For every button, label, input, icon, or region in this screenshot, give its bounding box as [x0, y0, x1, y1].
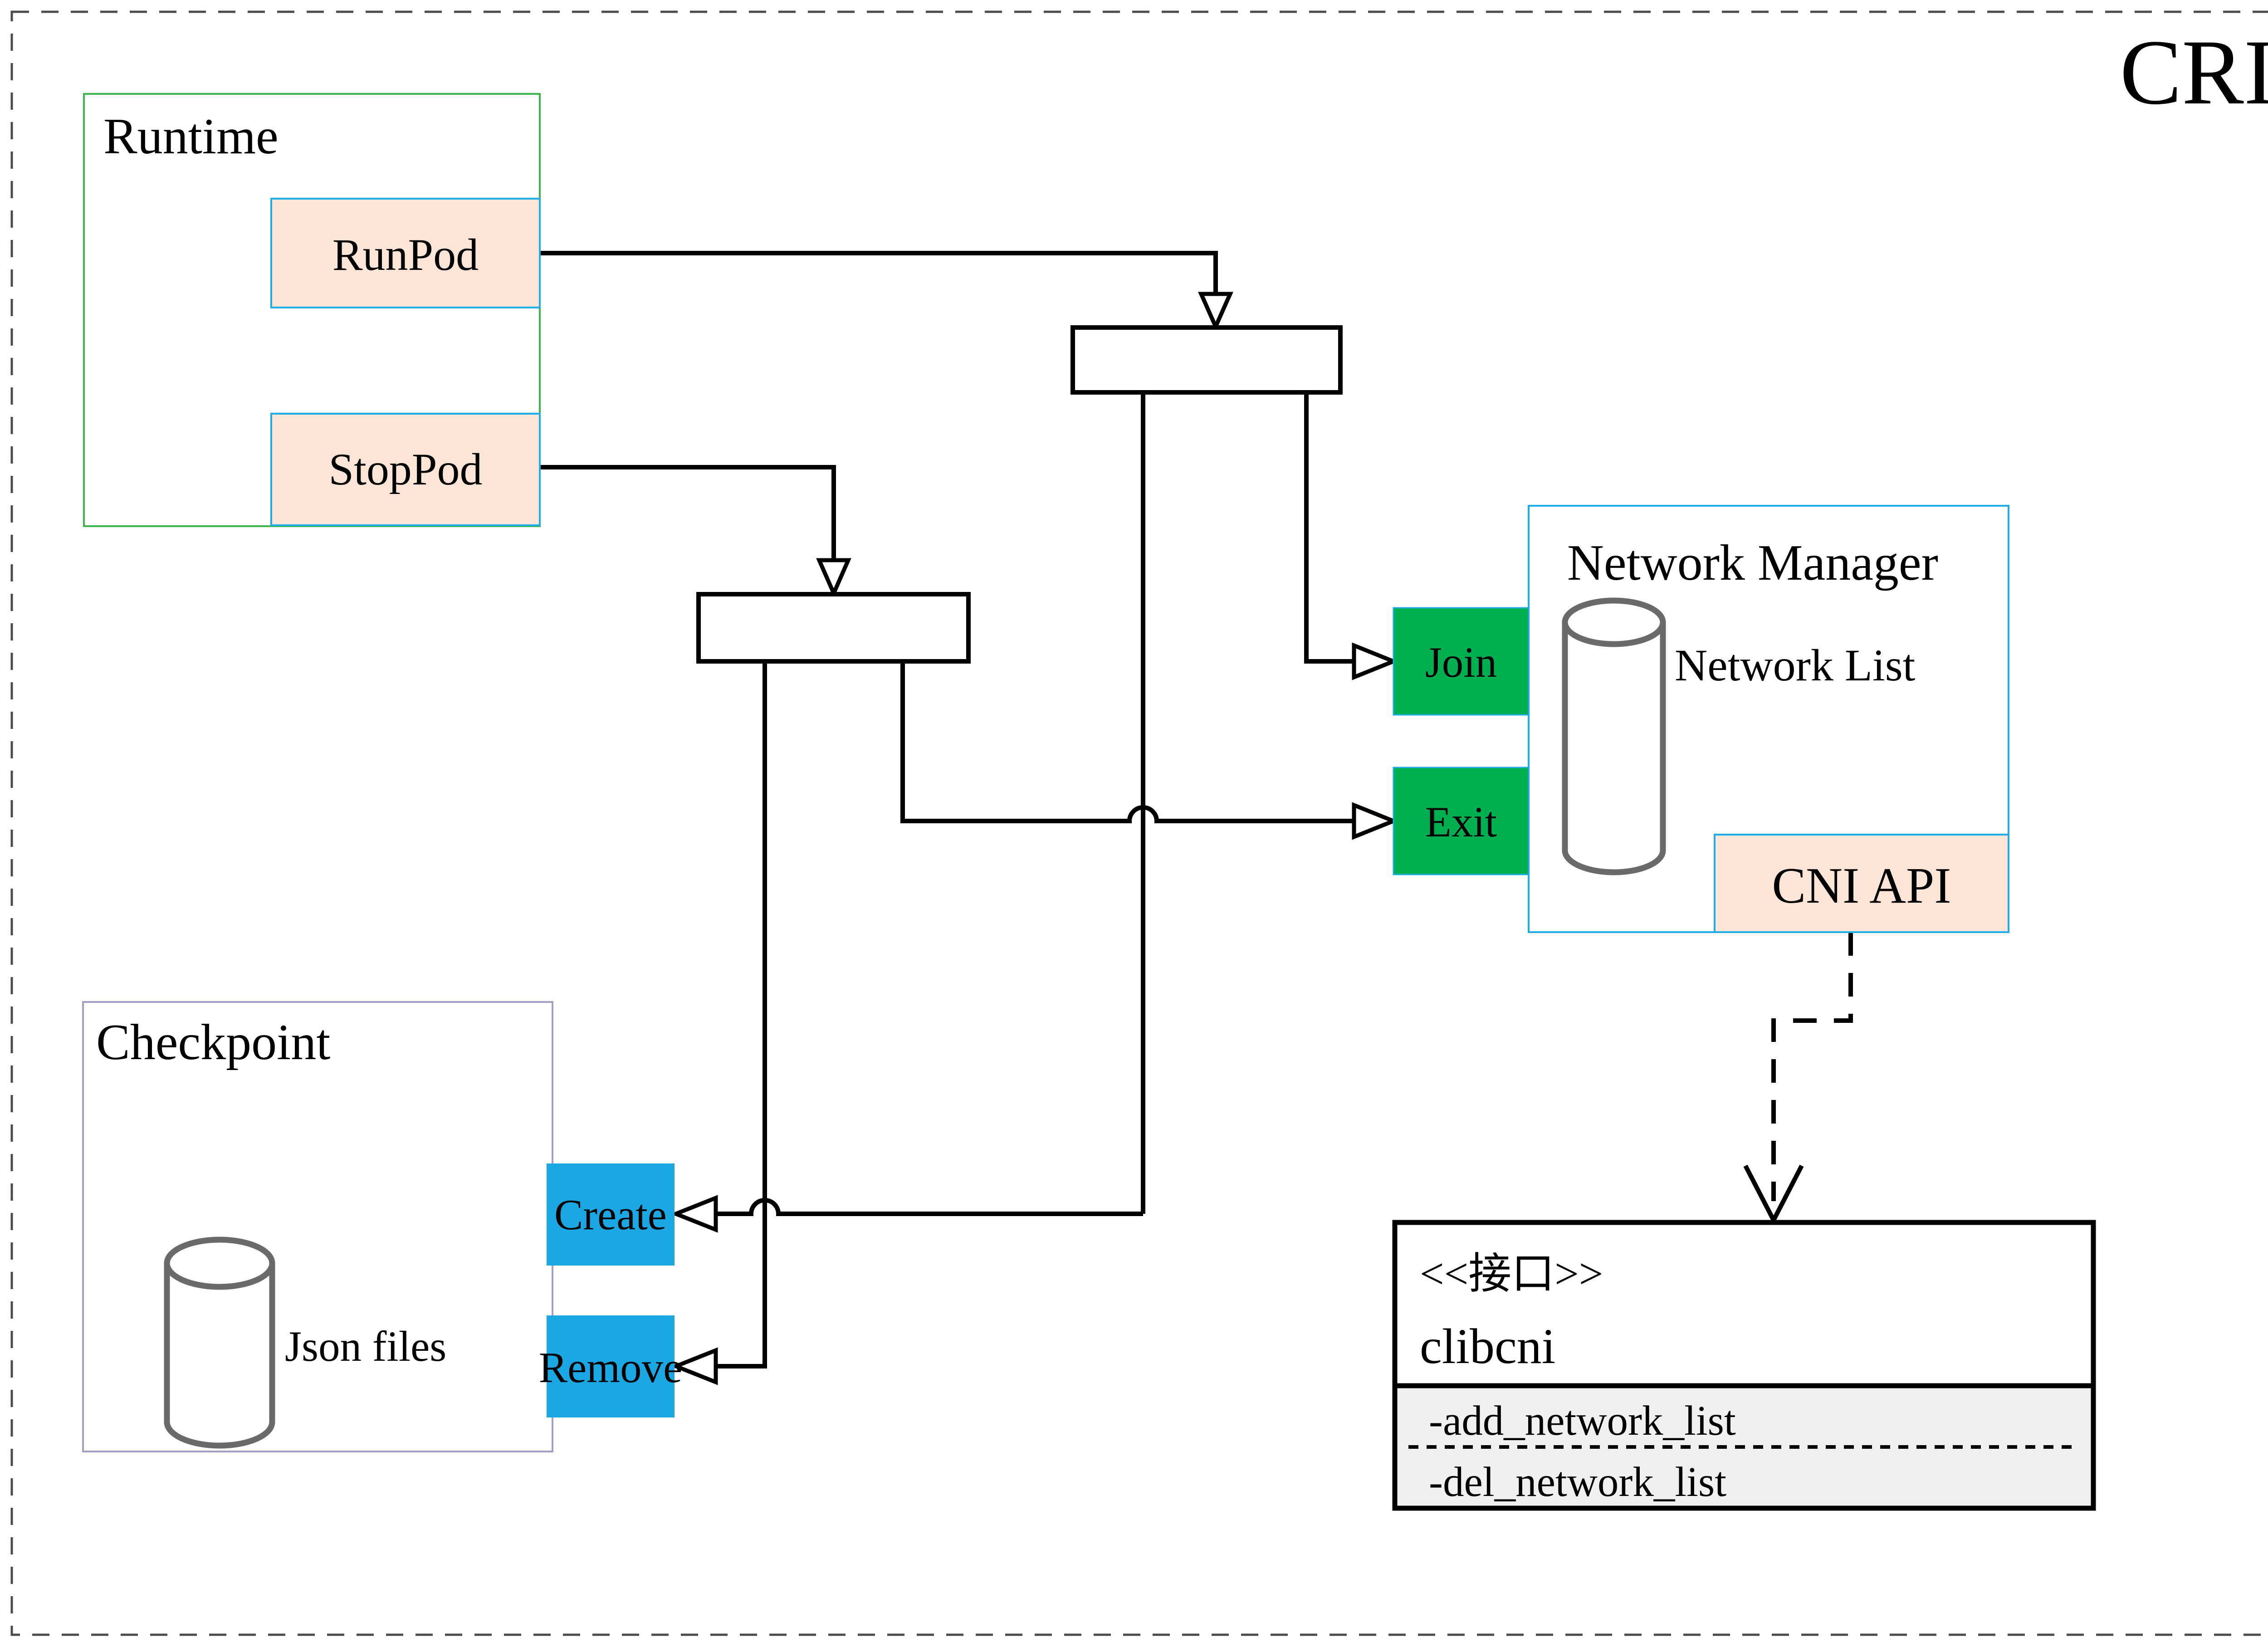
network-manager-title: Network Manager: [1567, 535, 1938, 591]
join-label: Join: [1425, 638, 1497, 686]
runpod-button: [270, 198, 541, 308]
clibcni-method-del: -del_network_list: [1429, 1459, 1726, 1505]
runtime-title: Runtime: [103, 108, 279, 165]
exit-label: Exit: [1425, 798, 1497, 846]
checkpoint-group: Checkpoint Json files Create Remove: [82, 1001, 683, 1452]
sync-bar-1: [1070, 325, 1343, 395]
arrowhead-bar2-icon: [816, 558, 851, 599]
exit-button: [1393, 767, 1530, 875]
remove-label: Remove: [539, 1344, 683, 1392]
clibcni-stereotype: <<接口>>: [1420, 1250, 1603, 1298]
flow-lines: [540, 251, 1853, 1385]
clibcni-group: <<接口>> clibcni -add_network_list -del_ne…: [1392, 1220, 2096, 1511]
dashed-connector-cni-to-clibcni: [1771, 932, 1853, 1201]
line-to-exit: [900, 661, 1354, 823]
arrowhead-create-icon: [670, 1195, 718, 1233]
clibcni-name: clibcni: [1420, 1319, 1555, 1374]
line-to-remove: [716, 661, 767, 1368]
line-to-join: [1304, 392, 1354, 664]
cni-api-box: [1714, 834, 2009, 933]
arrowhead-exit-icon: [1352, 802, 1399, 840]
runtime-group: Runtime RunPod StopPod: [83, 93, 541, 527]
checkpoint-box: [82, 1001, 553, 1452]
arrowhead-join-icon: [1352, 642, 1399, 680]
clibcni-method-add: -add_network_list: [1429, 1398, 1736, 1444]
checkpoint-title: Checkpoint: [96, 1014, 330, 1070]
network-list-cylinder-icon: [1562, 597, 1666, 875]
arrowhead-bar1-icon: [1198, 292, 1233, 332]
json-files-cylinder-icon: [164, 1236, 275, 1449]
arrow-stoppod-to-bar2: [540, 465, 836, 560]
create-button: [547, 1163, 675, 1266]
json-files-label: Json files: [285, 1322, 446, 1370]
remove-button: [547, 1315, 675, 1417]
network-list-label: Network List: [1675, 640, 1916, 690]
arrowhead-remove-icon: [670, 1347, 718, 1385]
cni-api-label: CNI API: [1772, 858, 1951, 914]
page-border: [10, 10, 2268, 1636]
join-button: [1393, 607, 1530, 716]
stoppod-button: [270, 413, 541, 526]
sync-bar-2: [696, 592, 971, 664]
runpod-label: RunPod: [332, 230, 479, 280]
arrow-runpod-to-bar1: [540, 251, 1218, 294]
create-label: Create: [554, 1191, 667, 1239]
page-title: CRI: [2120, 21, 2268, 124]
stoppod-label: StopPod: [328, 444, 482, 494]
network-manager-group: Network Manager Network List Join Exit C…: [1393, 505, 2009, 933]
